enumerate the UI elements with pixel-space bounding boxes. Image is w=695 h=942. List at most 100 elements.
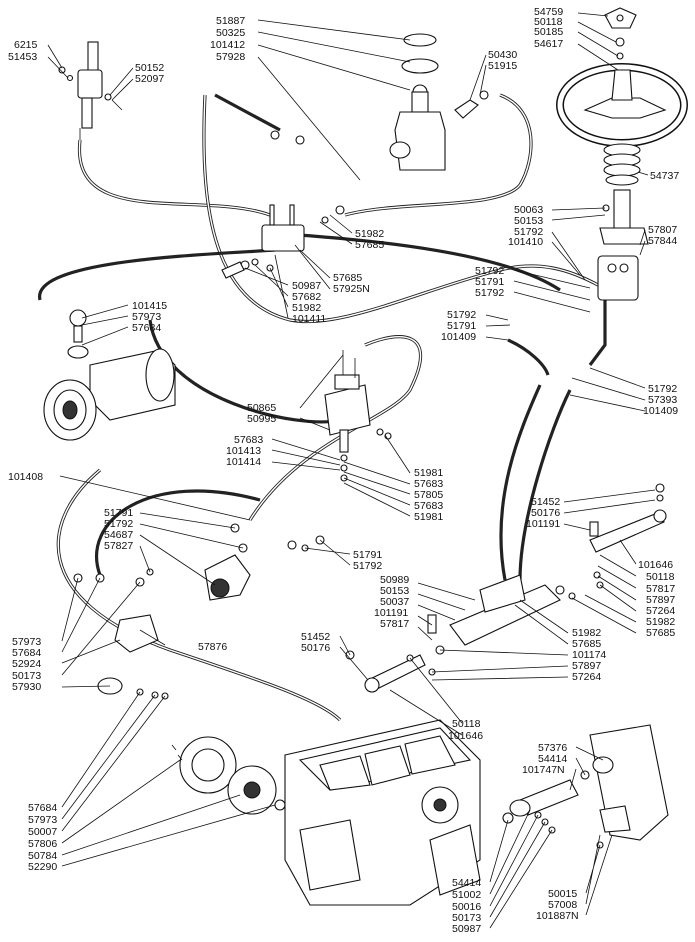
part-label: 51792	[475, 265, 504, 277]
part-label: 50118	[534, 16, 563, 28]
part-label: 54617	[534, 38, 563, 50]
part-label: 57973	[12, 636, 41, 648]
part-label: 50430	[488, 49, 517, 61]
part-label: 101747N	[522, 764, 565, 776]
part-label: 50185	[534, 26, 563, 38]
part-label: 57393	[648, 394, 677, 406]
steering-wheel	[556, 7, 688, 147]
part-label: 101409	[441, 331, 476, 343]
part-label: 101411	[292, 313, 326, 325]
part-label: 57008	[548, 899, 577, 911]
valve-block-centre	[324, 350, 392, 482]
part-label: 57684	[28, 802, 57, 814]
part-label: 57685	[572, 638, 601, 650]
part-label: 54759	[534, 6, 563, 18]
part-label: 52097	[135, 73, 164, 85]
part-label: 101646	[638, 559, 673, 571]
part-label: 51982	[355, 228, 384, 240]
part-label: 50015	[548, 888, 577, 900]
part-label: 50152	[135, 62, 164, 74]
steering-column	[597, 143, 649, 301]
clutch-assembly	[171, 736, 286, 815]
part-label: 50865	[247, 402, 276, 414]
part-label: 57685	[355, 239, 384, 251]
part-label: 54737	[650, 170, 679, 182]
part-label: 57685	[333, 272, 362, 284]
part-label: 51791	[104, 507, 133, 519]
part-label: 51981	[414, 511, 443, 523]
part-label: 101412	[210, 39, 245, 51]
part-label: 101409	[643, 405, 678, 417]
part-label: 50173	[452, 912, 481, 924]
part-label: 101887N	[536, 910, 579, 922]
part-label: 51887	[216, 15, 245, 27]
part-label: 51791	[447, 320, 476, 332]
part-label: 101410	[508, 236, 543, 248]
hydraulic-cylinder-top	[389, 33, 489, 171]
part-labels: 51887 50325 101412 57928 6215 51453 5015…	[8, 6, 679, 935]
part-label: 51792	[104, 518, 133, 530]
part-label: 57973	[28, 814, 57, 826]
part-label: 50153	[514, 215, 543, 227]
part-label: 51452	[531, 496, 560, 508]
leader-lines	[47, 12, 656, 929]
part-label: 57928	[216, 51, 245, 63]
part-label: 57806	[28, 838, 57, 850]
part-label: 57685	[646, 627, 675, 639]
part-label: 57973	[132, 311, 161, 323]
part-label: 50325	[216, 27, 245, 39]
exhaust-muffler	[502, 724, 669, 849]
part-label: 57264	[646, 605, 675, 617]
part-label: 50987	[292, 280, 321, 292]
part-label: 50037	[380, 596, 409, 608]
part-label: 101191	[374, 607, 408, 619]
part-label: 57807	[648, 224, 677, 236]
part-label: 57844	[648, 235, 677, 247]
part-label: 50989	[380, 574, 409, 586]
part-label: 57817	[646, 583, 675, 595]
part-label: 51792	[353, 560, 382, 572]
part-label: 101415	[132, 300, 167, 312]
part-label: 57376	[538, 742, 567, 754]
part-label: 101191	[526, 518, 560, 530]
part-label: 101413	[226, 445, 261, 457]
power-cylinder-left	[43, 309, 176, 441]
part-label: 51792	[447, 309, 476, 321]
part-label: 51982	[646, 616, 675, 628]
part-label: 57925N	[333, 283, 370, 295]
part-label: 50176	[301, 642, 330, 654]
part-label: 57897	[572, 660, 601, 672]
part-label: 51791	[353, 549, 382, 561]
part-label: 101408	[8, 471, 43, 483]
part-label: 51452	[301, 631, 330, 643]
part-label: 52290	[28, 861, 57, 873]
part-label: 51791	[475, 276, 504, 288]
part-label: 57876	[198, 641, 227, 653]
part-label: 57683	[414, 478, 443, 490]
part-label: 52924	[12, 658, 41, 670]
part-label: 50118	[452, 718, 481, 730]
part-label: 50176	[531, 507, 560, 519]
part-label: 57683	[234, 434, 263, 446]
part-label: 51981	[414, 467, 443, 479]
part-label: 50007	[28, 826, 57, 838]
part-label: 50995	[247, 413, 276, 425]
part-label: 57684	[12, 647, 41, 659]
part-label: 51002	[452, 889, 481, 901]
part-label: 101646	[448, 730, 483, 742]
engine	[284, 719, 481, 906]
part-label: 50153	[380, 585, 409, 597]
part-label: 57897	[646, 594, 675, 606]
part-label: 54687	[104, 529, 133, 541]
part-label: 101414	[226, 456, 261, 468]
part-label: 57817	[380, 618, 409, 630]
part-label: 51982	[292, 302, 321, 314]
steering-valve-topleft	[58, 41, 123, 140]
part-label: 57805	[414, 489, 443, 501]
part-label: 50987	[452, 923, 481, 935]
part-label: 50063	[514, 204, 543, 216]
part-label: 6215	[14, 39, 38, 51]
part-label: 51982	[572, 627, 601, 639]
part-label: 57684	[132, 322, 161, 334]
